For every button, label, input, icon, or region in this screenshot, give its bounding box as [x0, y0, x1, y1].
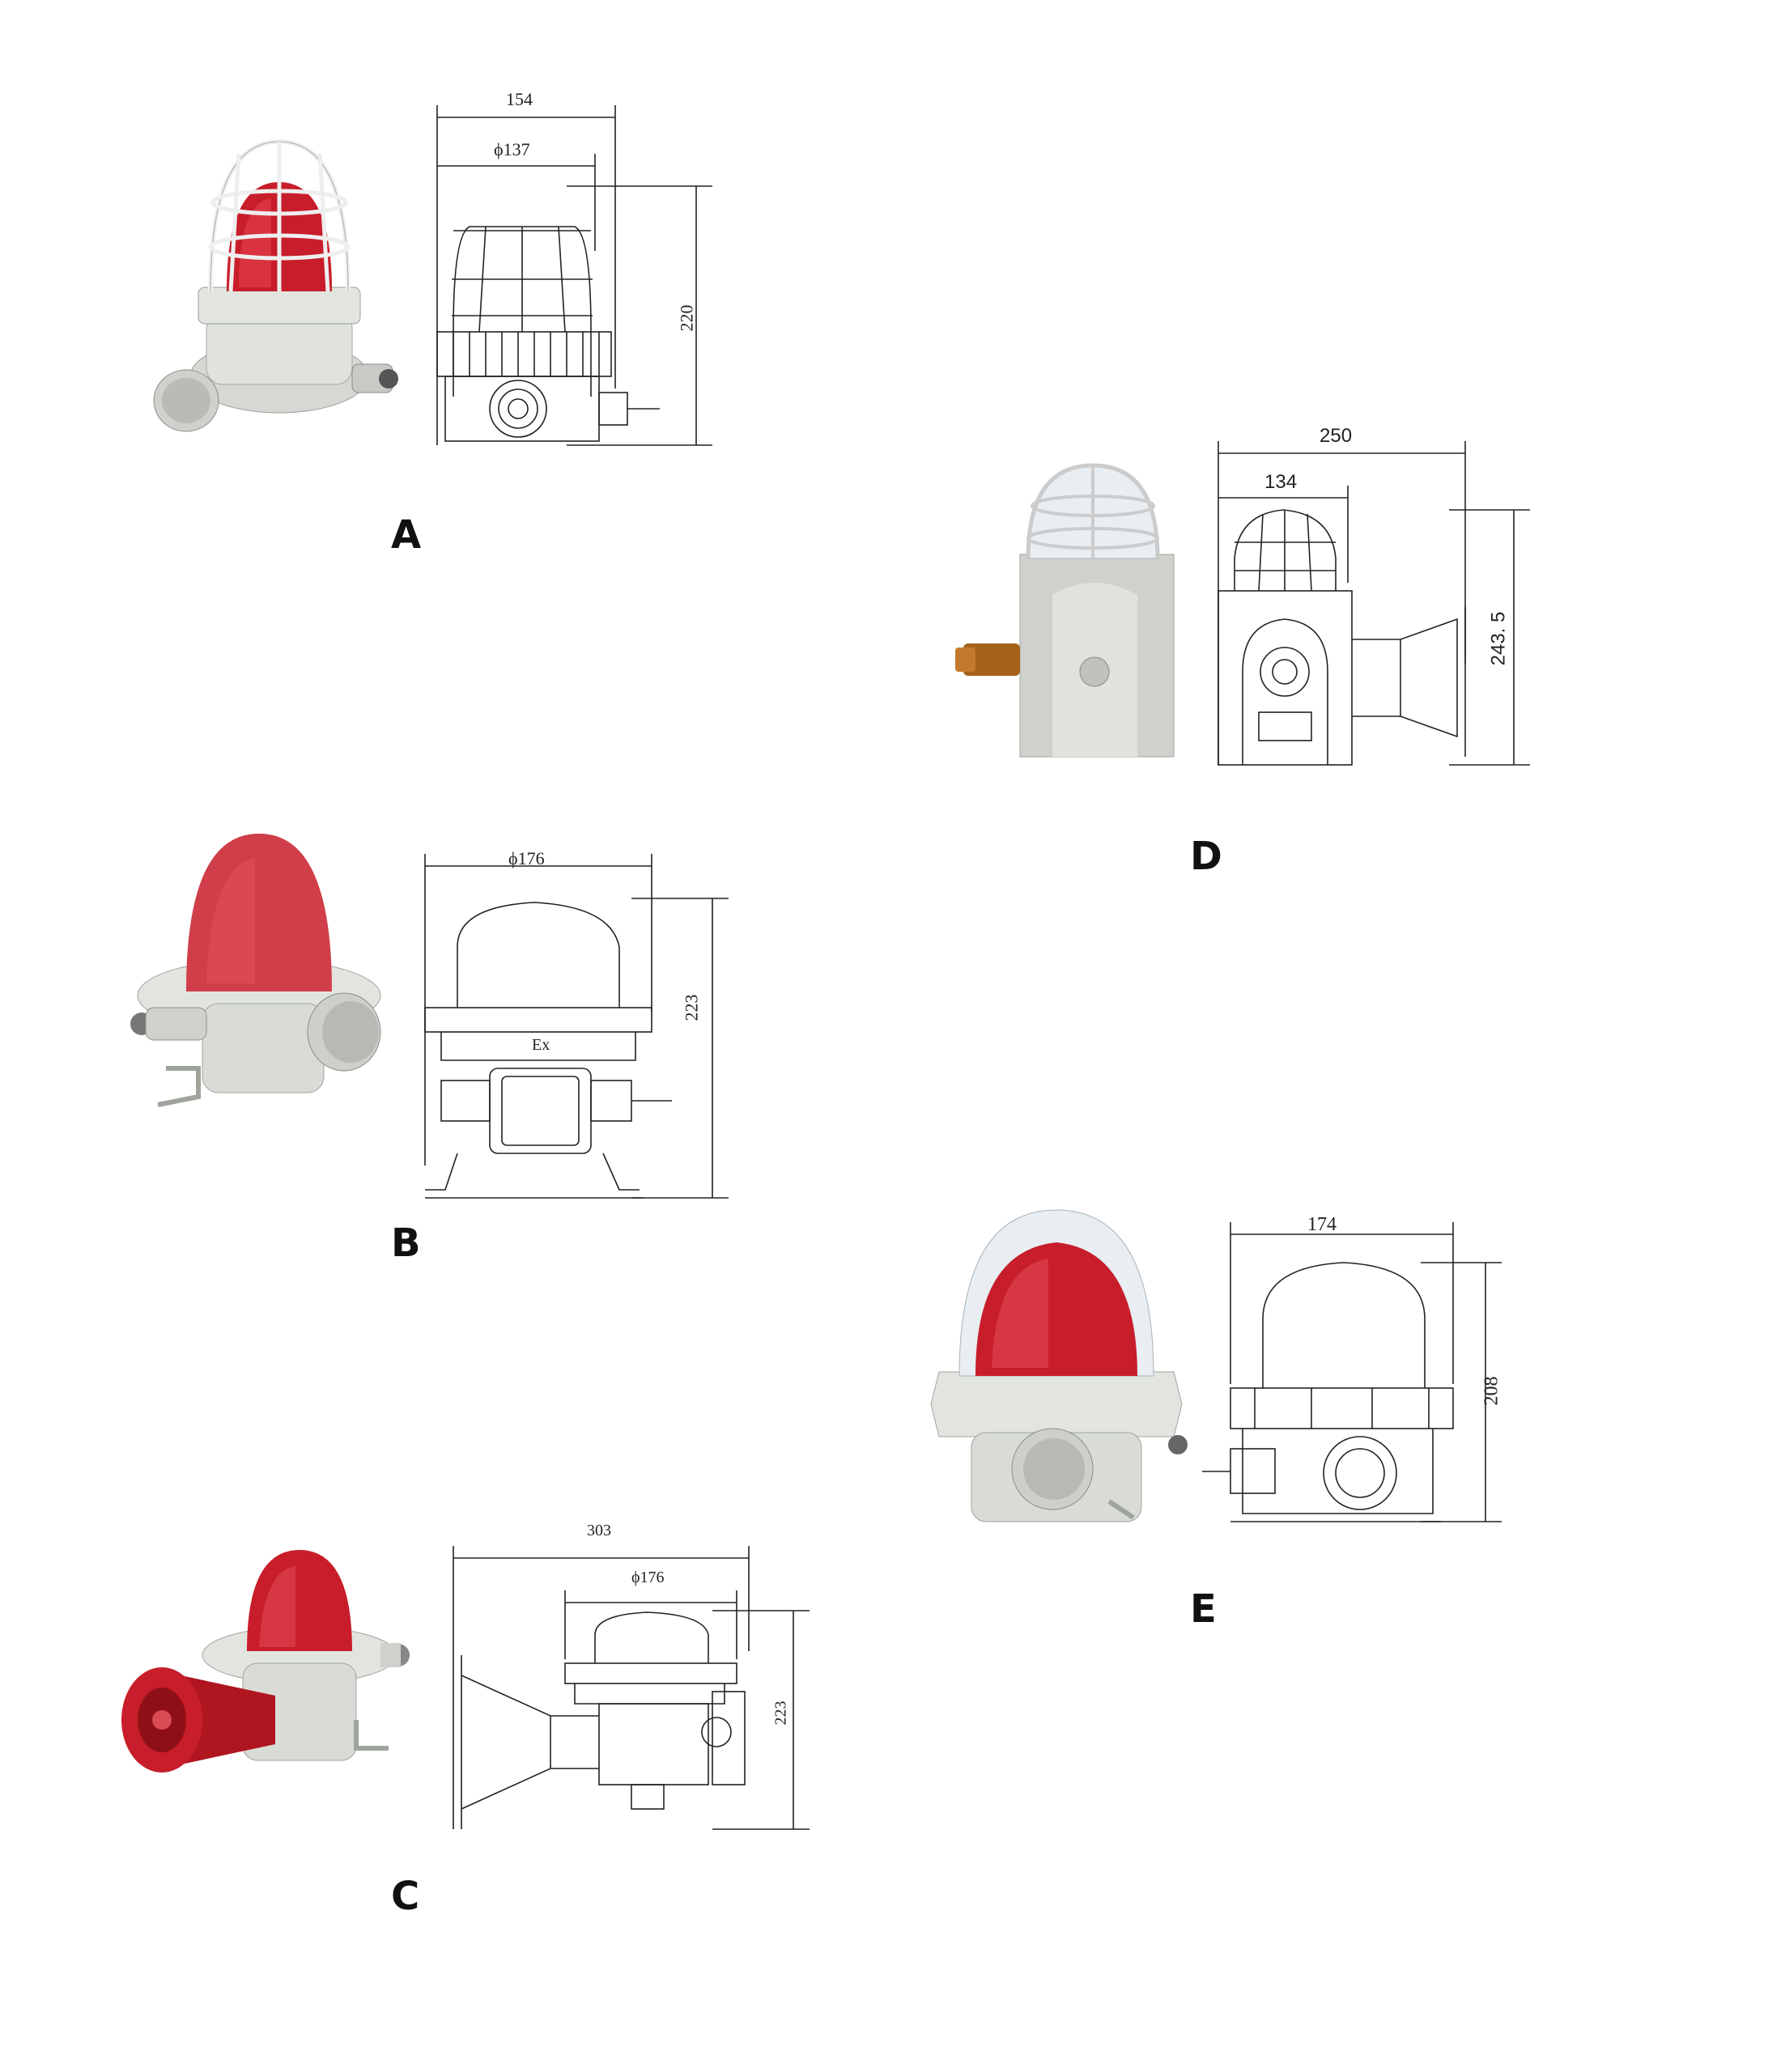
dim-d-width: 250	[1320, 425, 1353, 447]
product-d: 250 134 243. 5 D	[931, 405, 1740, 906]
product-c: 303 ϕ176 223 C	[0, 1489, 850, 1942]
dim-b-diameter: ϕ176	[508, 848, 545, 868]
dim-a-diameter: ϕ137	[494, 139, 530, 159]
product-e: 174 208 E	[890, 1174, 1740, 1659]
dim-c-height: 223	[771, 1700, 790, 1726]
label-c: C	[391, 1874, 420, 1919]
label-a: A	[391, 512, 422, 558]
dim-e-width: 174	[1307, 1214, 1337, 1235]
dim-e-height: 208	[1481, 1376, 1502, 1406]
product-e-photo	[930, 1209, 1188, 1522]
dim-c-width: 303	[587, 1522, 611, 1539]
product-e-drawing	[1202, 1222, 1502, 1522]
product-a-drawing	[436, 105, 712, 446]
product-c-drawing	[453, 1546, 810, 1830]
product-b-photo	[130, 834, 381, 1107]
label-b: B	[391, 1221, 421, 1266]
dim-d-height: 243. 5	[1487, 611, 1510, 666]
product-c-photo	[121, 1550, 410, 1773]
label-d: D	[1190, 834, 1222, 879]
product-a: 154 ϕ137 220 A	[0, 0, 810, 583]
product-d-drawing	[1218, 441, 1530, 766]
product-a-photo	[153, 138, 398, 432]
label-e: E	[1190, 1586, 1217, 1632]
dim-d-inner-width: 134	[1264, 471, 1298, 493]
dim-a-height: 220	[676, 304, 697, 332]
dim-c-diameter: ϕ176	[631, 1569, 665, 1586]
product-b-drawing	[424, 854, 729, 1199]
plate-b-text: Ex	[532, 1036, 550, 1054]
product-d-photo	[955, 463, 1175, 758]
product-b: ϕ176 223 Ex B	[0, 777, 810, 1327]
dim-b-height: 223	[681, 994, 702, 1021]
dim-a-width: 154	[506, 89, 533, 109]
